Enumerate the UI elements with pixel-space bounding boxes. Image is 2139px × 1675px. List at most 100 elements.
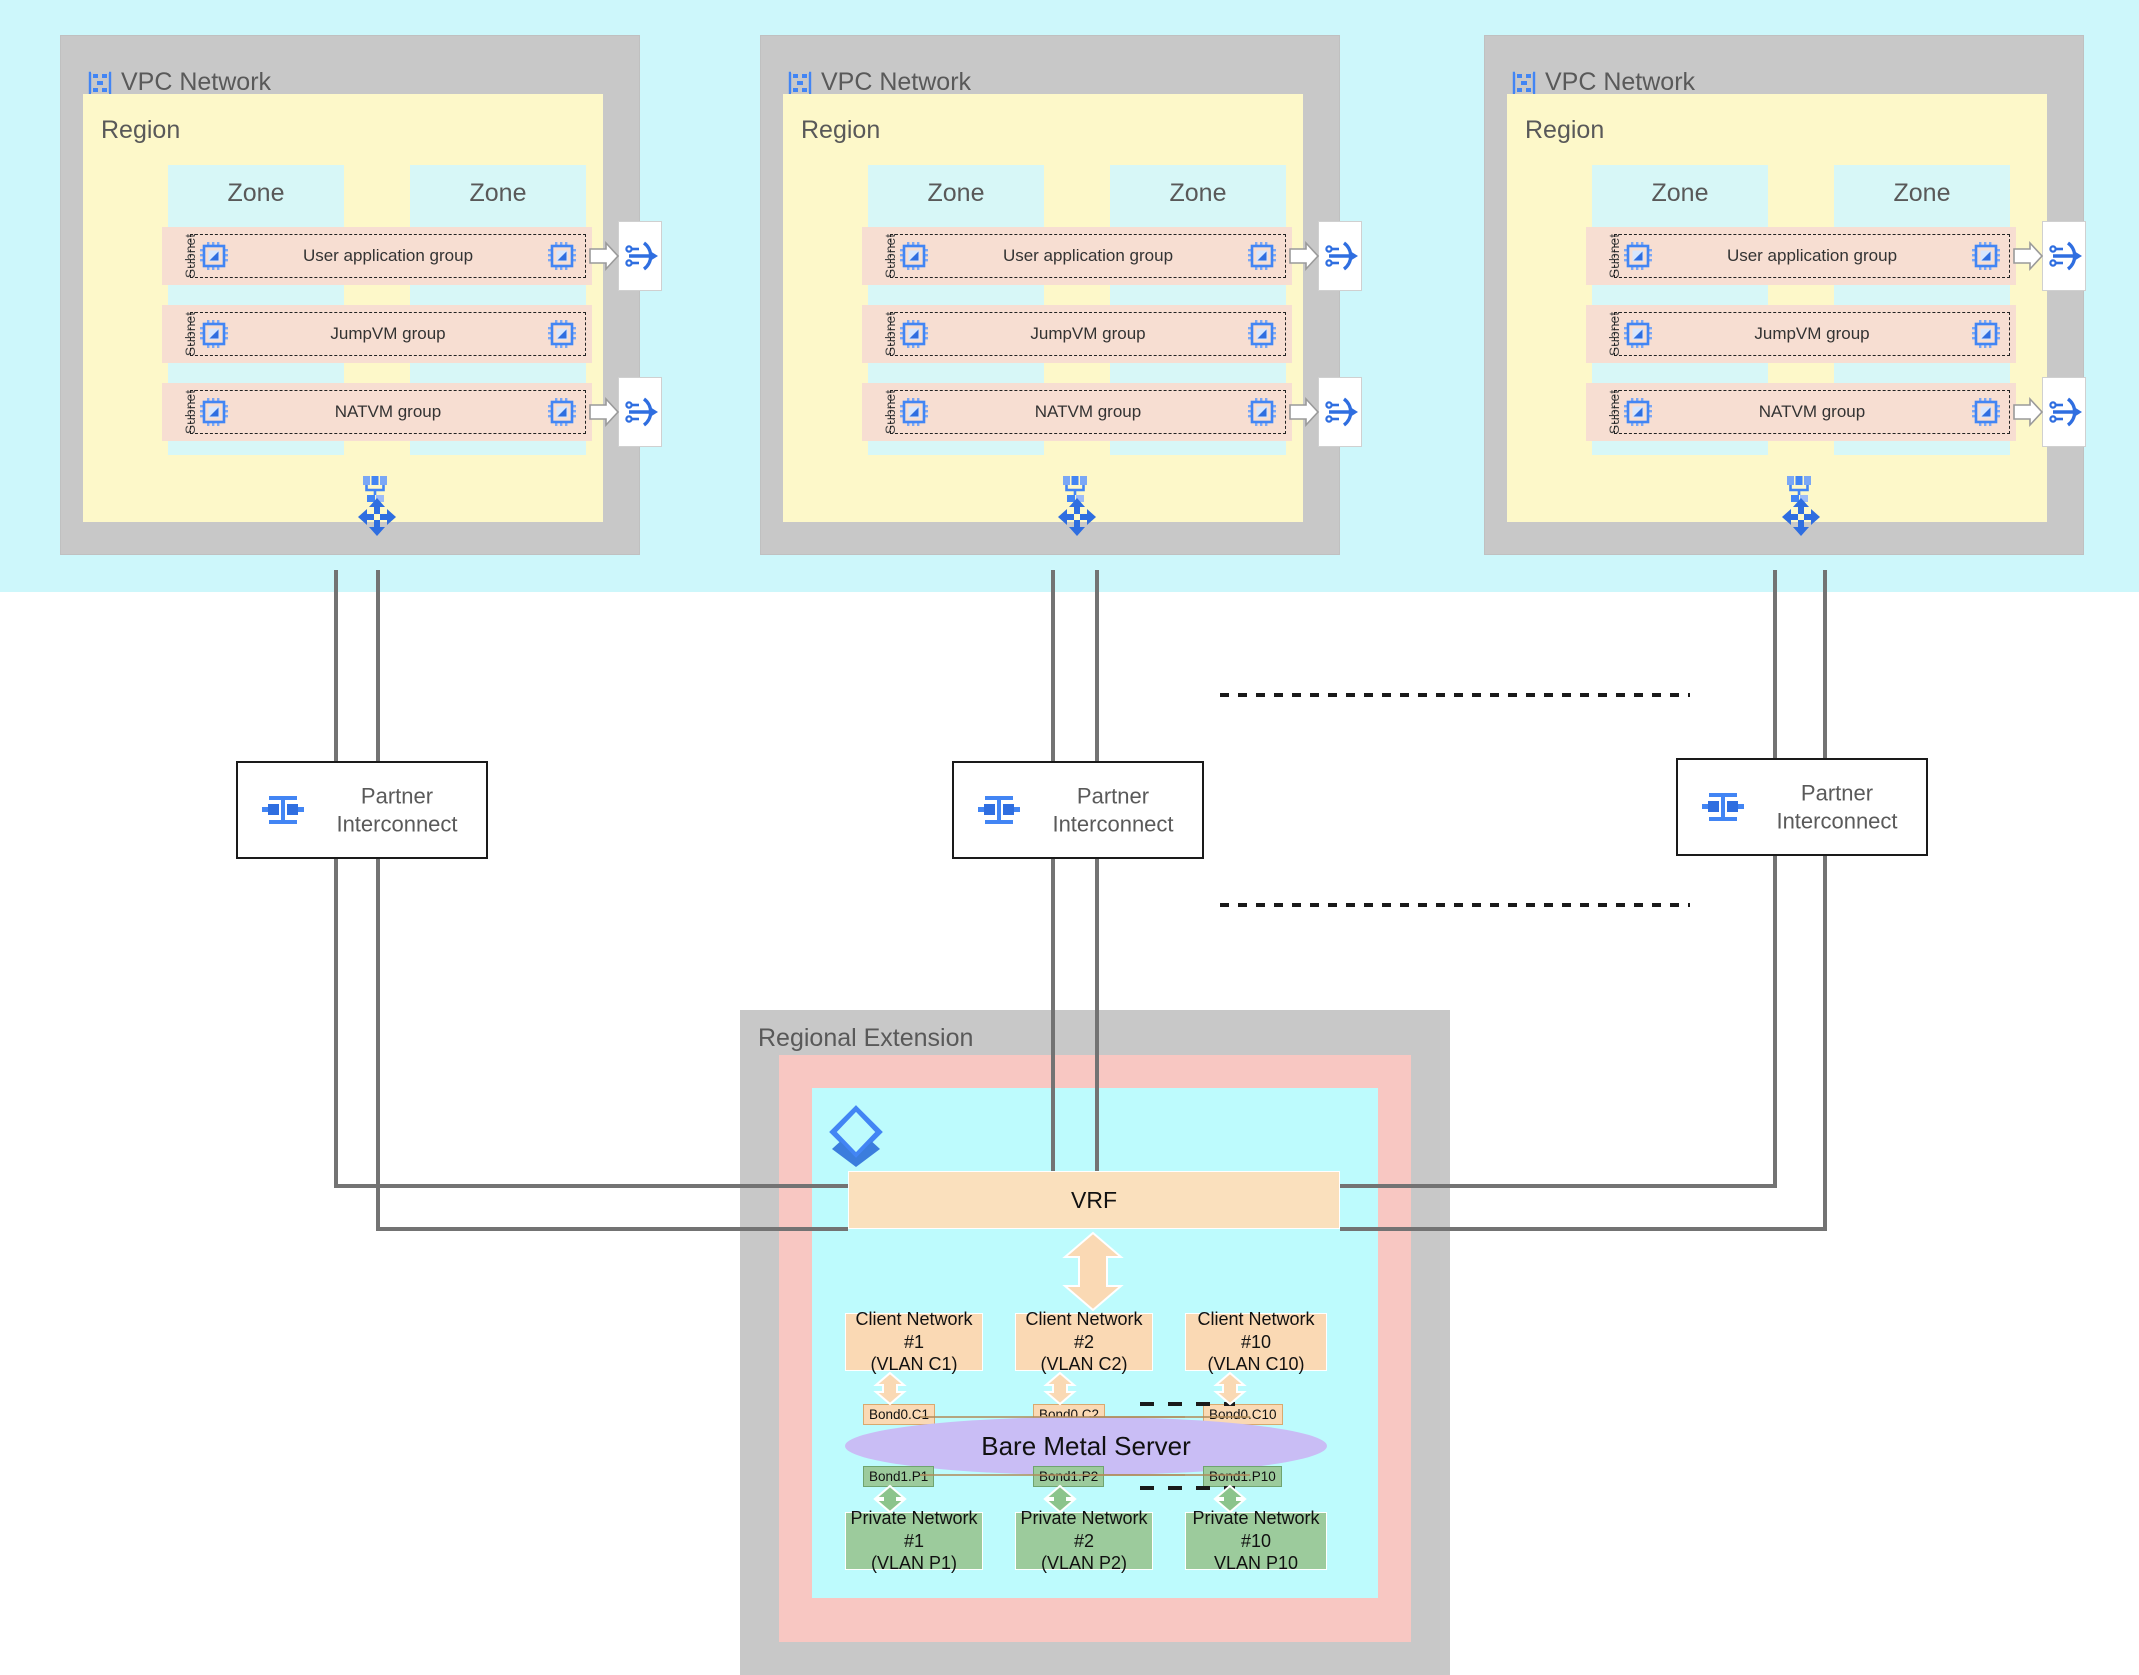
vm-instance-icon [899, 397, 929, 427]
pi-line1: Partner [1800, 780, 1874, 806]
cn-line1: Client Network #2 [1025, 1309, 1143, 1352]
partner-interconnect-icon [1700, 784, 1746, 830]
zone-label: Zone [1651, 179, 1709, 207]
instance-group-label: User application group [302, 246, 474, 265]
cloud-router-3-1[interactable] [2042, 221, 2086, 291]
vm-instance-icon [1247, 397, 1277, 427]
pn-line1: Private Network [1192, 1508, 1320, 1529]
subnet-1-1: Subnet User application group [162, 227, 592, 285]
client-network-1[interactable]: Client Network #1 (VLAN C1) [845, 1309, 983, 1374]
subnet-2-2: Subnet JumpVM group [862, 305, 1292, 363]
instance-group-label: NATVM group [1758, 402, 1866, 421]
vpn-gateway-icon-2[interactable] [1060, 473, 1094, 507]
instance-group-natvm-group[interactable]: NATVM group [890, 390, 1286, 434]
vm-instance-icon [199, 319, 229, 349]
instance-group-label: JumpVM group [330, 324, 446, 343]
private-network-1[interactable]: Private Network #1 (VLAN P1) [845, 1508, 983, 1573]
cloud-router-icon [620, 392, 660, 432]
vm-instance-icon [199, 397, 229, 427]
private-network-label: Private Network #1 (VLAN P1) [846, 1507, 982, 1575]
instance-group-label: JumpVM group [1030, 324, 1146, 343]
router-icon-2[interactable] [1057, 497, 1097, 537]
subnet-2-3: Subnet NATVM group [862, 383, 1292, 441]
partner-interconnect-label: Partner Interconnect [1032, 783, 1194, 838]
partner-interconnect-2[interactable]: Partner Interconnect [952, 761, 1204, 859]
instance-group-label: NATVM group [334, 402, 442, 421]
subnet-1-3: Subnet NATVM group [162, 383, 592, 441]
vm-instance-icon [1247, 319, 1277, 349]
cloud-router-1-1[interactable] [618, 221, 662, 291]
vpc-network-icon [87, 70, 113, 96]
vm-instance-icon [547, 241, 577, 271]
instance-group-jumpvm-group[interactable]: JumpVM group [1614, 312, 2010, 356]
router-icon-1[interactable] [357, 497, 397, 537]
region-label-3: Region [1525, 116, 1605, 144]
instance-group-label: JumpVM group [1754, 324, 1870, 343]
subnet-2-1: Subnet User application group [862, 227, 1292, 285]
instance-group-label: NATVM group [1034, 402, 1142, 421]
instance-group-user-application-group[interactable]: User application group [190, 234, 586, 278]
vm-instance-icon [1971, 319, 2001, 349]
cn-line2: (VLAN C1) [870, 1354, 958, 1375]
client-network-3[interactable]: Client Network #10 (VLAN C10) [1185, 1309, 1327, 1374]
instance-group-user-application-group[interactable]: User application group [1614, 234, 2010, 278]
partner-interconnect-label: Partner Interconnect [1756, 780, 1918, 835]
vpn-gateway-icon-1[interactable] [360, 473, 394, 507]
partner-interconnect-3[interactable]: Partner Interconnect [1676, 758, 1928, 856]
subnet-1-2: Subnet JumpVM group [162, 305, 592, 363]
vpc-network-title-1: VPC Network [121, 68, 272, 96]
instance-group-user-application-group[interactable]: User application group [890, 234, 1286, 278]
cloud-router-icon [1320, 392, 1360, 432]
pn-line1: Private Network #1 [850, 1508, 978, 1551]
bare-metal-server[interactable]: Bare Metal Server [845, 1417, 1327, 1475]
vm-instance-icon [1971, 241, 2001, 271]
regional-extension-title: Regional Extension [758, 1024, 974, 1052]
zone-label: Zone [1169, 179, 1227, 207]
bond-tag-private-1: Bond1.P1 [863, 1466, 935, 1487]
client-network-label: Client Network #1 (VLAN C1) [846, 1308, 982, 1376]
router-icon-3[interactable] [1781, 497, 1821, 537]
client-network-label: Client Network #2 (VLAN C2) [1016, 1308, 1152, 1376]
vm-instance-icon [199, 241, 229, 271]
pn-line2: (VLAN P2) [1040, 1553, 1128, 1574]
bond-tag-private-2: Bond1.P2 [1033, 1466, 1105, 1487]
client-network-2[interactable]: Client Network #2 (VLAN C2) [1015, 1309, 1153, 1374]
pn-line3: VLAN P10 [1213, 1553, 1299, 1574]
private-network-2[interactable]: Private Network #2 (VLAN P2) [1015, 1508, 1153, 1573]
vpn-gateway-icon-3[interactable] [1784, 473, 1818, 507]
instance-group-jumpvm-group[interactable]: JumpVM group [190, 312, 586, 356]
bond-tag-client-1: Bond0.C1 [863, 1404, 936, 1425]
bond-tag-private-3: Bond1.P10 [1203, 1466, 1282, 1487]
bare-metal-server-label: Bare Metal Server [981, 1430, 1191, 1461]
cloud-router-1-3[interactable] [618, 377, 662, 447]
pn-line2: #10 [1240, 1530, 1272, 1551]
vm-instance-icon [547, 397, 577, 427]
pn-line2: (VLAN P1) [870, 1553, 958, 1574]
vpc-network-icon [1511, 70, 1537, 96]
partner-interconnect-icon [260, 787, 306, 833]
cloud-router-2-1[interactable] [1318, 221, 1362, 291]
vrf-label: VRF [1071, 1186, 1117, 1213]
vm-instance-icon [1623, 319, 1653, 349]
vpc-network-title-3: VPC Network [1545, 68, 1696, 96]
pi-line2: Interconnect [336, 811, 458, 836]
vm-instance-icon [899, 319, 929, 349]
subnet-3-3: Subnet NATVM group [1586, 383, 2016, 441]
instance-group-natvm-group[interactable]: NATVM group [190, 390, 586, 434]
subnet-3-2: Subnet JumpVM group [1586, 305, 2016, 363]
vrf-box[interactable]: VRF [848, 1171, 1340, 1229]
pn-line1: Private Network #2 [1020, 1508, 1148, 1551]
cloud-router-3-3[interactable] [2042, 377, 2086, 447]
vpc-network-icon [787, 70, 813, 96]
vm-instance-icon [1971, 397, 2001, 427]
cn-line1: Client Network #10 [1197, 1309, 1315, 1352]
instance-group-jumpvm-group[interactable]: JumpVM group [890, 312, 1286, 356]
zone-label: Zone [469, 179, 527, 207]
instance-group-natvm-group[interactable]: NATVM group [1614, 390, 2010, 434]
zone-label: Zone [927, 179, 985, 207]
cloud-router-2-3[interactable] [1318, 377, 1362, 447]
partner-interconnect-1[interactable]: Partner Interconnect [236, 761, 488, 859]
vm-instance-icon [899, 241, 929, 271]
